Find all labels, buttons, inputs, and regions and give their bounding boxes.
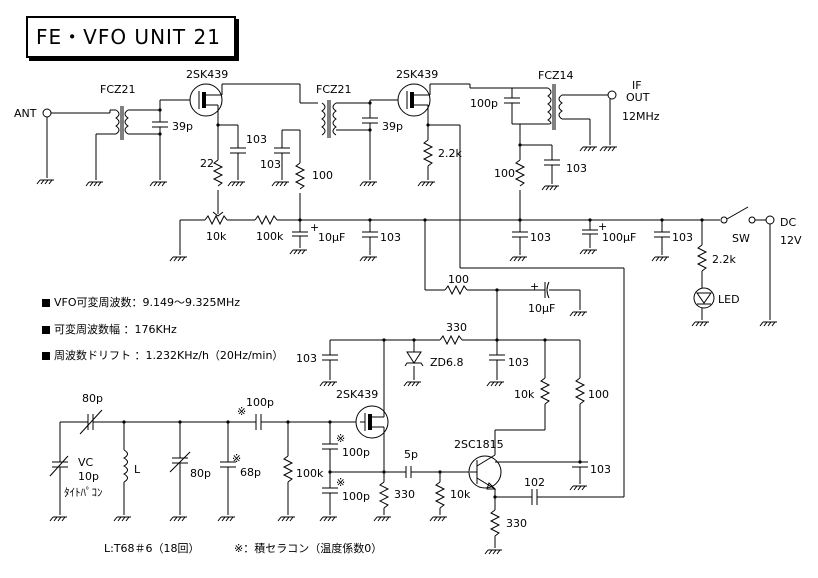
freq-label: 12MHz — [622, 110, 660, 123]
r100-c-label: 100 — [448, 273, 469, 286]
c100p-a-label: 100p — [246, 396, 274, 409]
fcz14-label: FCZ14 — [538, 69, 574, 82]
transistor-2sc1815 — [405, 452, 588, 555]
r2k2-a-label: 2.2k — [438, 147, 462, 160]
mark3: ※ — [336, 432, 345, 445]
vc-name-label: ﾀｲﾄﾊﾟｺﾝ — [64, 486, 103, 499]
r330-c-label: 330 — [506, 517, 527, 530]
v12-label: 12V — [780, 234, 802, 247]
r10k-label: 10k — [206, 230, 227, 243]
bias-resistors — [169, 211, 300, 262]
spec-line-1: VFO可変周波数：9.149〜9.325MHz — [42, 294, 240, 310]
c68p-label: 68p — [240, 466, 261, 479]
r100-d-label: 100 — [588, 388, 609, 401]
transformer-fcz14 — [470, 84, 618, 262]
fet-2sk439-2 — [397, 83, 625, 498]
power-supply — [579, 206, 778, 327]
c103-9-label: 103 — [590, 463, 611, 476]
spec-text-3: 周波数ドリフト ：1.232KHz/h（20Hz/min） — [54, 349, 284, 362]
transformer-fcz21-b — [321, 99, 398, 187]
c102-label: 102 — [524, 476, 545, 489]
svg-text:+: + — [530, 280, 539, 293]
c103-1-label: 103 — [246, 133, 267, 146]
c103-8-label: 103 — [508, 356, 529, 369]
c100p-out-label: 100p — [470, 97, 498, 110]
c10u-a-label: 10μF — [318, 231, 345, 244]
led-label: LED — [718, 293, 740, 306]
r2k2-led-label: 2.2k — [712, 253, 736, 266]
c100p-c-label: 100p — [342, 490, 370, 503]
r100-a-label: 100 — [312, 169, 333, 182]
zd-label: ZD6.8 — [430, 356, 464, 369]
c39p-a-label: 39p — [172, 120, 193, 133]
bullet-icon — [42, 352, 50, 360]
fet1-label: 2SK439 — [186, 68, 228, 81]
svg-text:+: + — [598, 220, 607, 233]
c100p-b-label: 100p — [342, 446, 370, 459]
r330-a-label: 330 — [446, 321, 467, 334]
r100k-label: 100k — [256, 230, 284, 243]
fet2-label: 2SK439 — [396, 68, 438, 81]
fet3-label: 2SK439 — [336, 388, 378, 401]
spec-text-1: VFO可変周波数：9.149〜9.325MHz — [54, 296, 241, 309]
stage1-decoupling — [271, 84, 720, 262]
mark1: ※ — [237, 405, 246, 418]
transistor-label: 2SC1815 — [454, 438, 504, 451]
r10k-c-label: 10k — [450, 488, 471, 501]
page-title: FE・VFO UNIT 21 — [36, 25, 221, 49]
ceramic-note: ※：積セラコン（温度係数0） — [234, 542, 383, 555]
fet-2sk439-1 — [189, 83, 300, 214]
ant-label: ANT — [14, 107, 37, 120]
dc-label: DC — [780, 216, 796, 229]
bullet-icon — [42, 326, 50, 334]
spec-line-2: 可変周波数幅 ：176KHz — [42, 321, 177, 337]
c103-2-label: 103 — [260, 158, 281, 171]
spec-text-2: 可変周波数幅 ：176KHz — [54, 323, 177, 336]
r10k-b-label: 10k — [514, 388, 535, 401]
r100k-b-label: 100k — [296, 467, 324, 480]
bullet-icon — [42, 299, 50, 307]
c10u-b-label: 10μF — [528, 302, 555, 315]
fcz21-a-label: FCZ21 — [100, 83, 136, 96]
c80p-b-label: 80p — [190, 467, 211, 480]
mark2: ※ — [232, 452, 241, 465]
vc-label: VC — [78, 456, 94, 469]
c103-5-label: 103 — [530, 231, 551, 244]
out-label: OUT — [626, 91, 650, 104]
c103-7-label: 103 — [296, 352, 317, 365]
c80p-a-label: 80p — [82, 392, 103, 405]
coil-l-label: L — [134, 463, 141, 476]
title-frame — [26, 16, 236, 58]
regulator-section — [319, 218, 588, 462]
c39p-b-label: 39p — [382, 120, 403, 133]
svg-text:+: + — [310, 221, 319, 234]
fet-2sk439-3 — [355, 340, 392, 522]
r22-label: 22 — [200, 157, 214, 170]
c103-4-label: 103 — [380, 231, 401, 244]
vc-value-label: 10p — [78, 470, 99, 483]
c103-6-label: 103 — [672, 231, 693, 244]
r330-b-label: 330 — [394, 488, 415, 501]
coil-note: L:T68＃6（18回） — [104, 542, 200, 555]
c103-3-label: 103 — [566, 162, 587, 175]
fcz21-b-label: FCZ21 — [316, 83, 352, 96]
c100u-label: 100μF — [602, 231, 636, 244]
sw-label: SW — [732, 232, 750, 245]
transformer-fcz21-a — [85, 99, 192, 187]
r100-b-label: 100 — [494, 167, 515, 180]
c5p-label: 5p — [404, 448, 418, 461]
spec-line-3: 周波数ドリフト ：1.232KHz/h（20Hz/min） — [42, 347, 283, 363]
tank-circuit — [49, 409, 406, 522]
mark4: ※ — [336, 476, 345, 489]
if-label: IF — [632, 79, 642, 92]
ant-terminal — [36, 108, 110, 185]
